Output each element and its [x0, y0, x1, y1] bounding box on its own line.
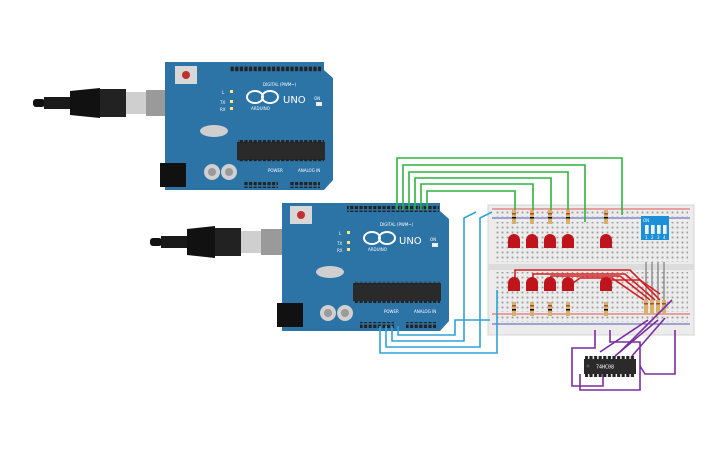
usb-cable-top[interactable]	[33, 88, 170, 118]
grey-wires[interactable]	[645, 262, 665, 300]
digital-header[interactable]	[230, 66, 322, 72]
dip-num-2: 2	[651, 235, 654, 240]
usb-cable-bottom[interactable]	[150, 226, 285, 258]
digital-label: DIGITAL (PWM~)	[263, 82, 297, 87]
logic-chip[interactable]: 74HC08	[584, 356, 636, 377]
blue-wires[interactable]	[379, 211, 498, 354]
digital-header[interactable]	[347, 206, 439, 212]
purple-wires[interactable]	[571, 299, 676, 391]
model-label: UNO	[399, 236, 422, 247]
led-label-l: L	[339, 231, 342, 236]
power-jack[interactable]	[277, 303, 303, 327]
analog-header[interactable]	[290, 182, 320, 188]
power-jack[interactable]	[160, 163, 186, 187]
dip-num-1: 1	[645, 235, 648, 240]
chip-label: 74HC08	[596, 365, 614, 371]
on-label: ON	[430, 237, 436, 242]
arduino-board-bottom[interactable]: DIGITAL (PWM~) L TX RX ARDUINO UNO ON PO…	[277, 203, 449, 331]
led-label-l: L	[222, 90, 225, 95]
dip-on-label: ON	[643, 218, 649, 223]
arduino-logo-icon	[246, 90, 279, 104]
analog-label: ANALOG IN	[298, 168, 320, 173]
dip-num-4: 4	[663, 235, 666, 240]
dip-switch[interactable]: ON 1 2 3 4	[641, 216, 669, 240]
brand-label: ARDUINO	[368, 247, 387, 252]
arduino-board-top[interactable]: DIGITAL (PWM~) L TX RX ARDUINO UNO ON PO…	[160, 62, 333, 190]
digital-label: DIGITAL (PWM~)	[380, 222, 414, 227]
atmega-chip	[237, 142, 325, 160]
on-label: ON	[314, 96, 320, 101]
green-wires[interactable]	[396, 157, 623, 222]
crystal-oscillator	[316, 266, 344, 278]
leds-top[interactable]	[508, 234, 612, 248]
power-label: POWER	[268, 168, 283, 173]
arduino-logo-icon	[363, 231, 396, 245]
brand-label: ARDUINO	[251, 106, 270, 111]
analog-header[interactable]	[406, 322, 436, 328]
crystal-oscillator	[200, 125, 228, 137]
dip-num-3: 3	[657, 235, 660, 240]
power-label: POWER	[384, 309, 399, 314]
led-label-tx: TX	[219, 100, 225, 105]
resistors-top[interactable]	[512, 210, 608, 224]
power-header[interactable]	[360, 322, 394, 328]
led-l	[230, 90, 233, 93]
led-label-rx: RX	[337, 248, 343, 253]
atmega-chip	[353, 283, 441, 301]
leds-bottom[interactable]	[508, 277, 612, 291]
led-label-rx: RX	[220, 107, 226, 112]
power-header[interactable]	[244, 182, 278, 188]
model-label: UNO	[283, 95, 306, 106]
led-label-tx: TX	[336, 241, 342, 246]
analog-label: ANALOG IN	[414, 309, 436, 314]
